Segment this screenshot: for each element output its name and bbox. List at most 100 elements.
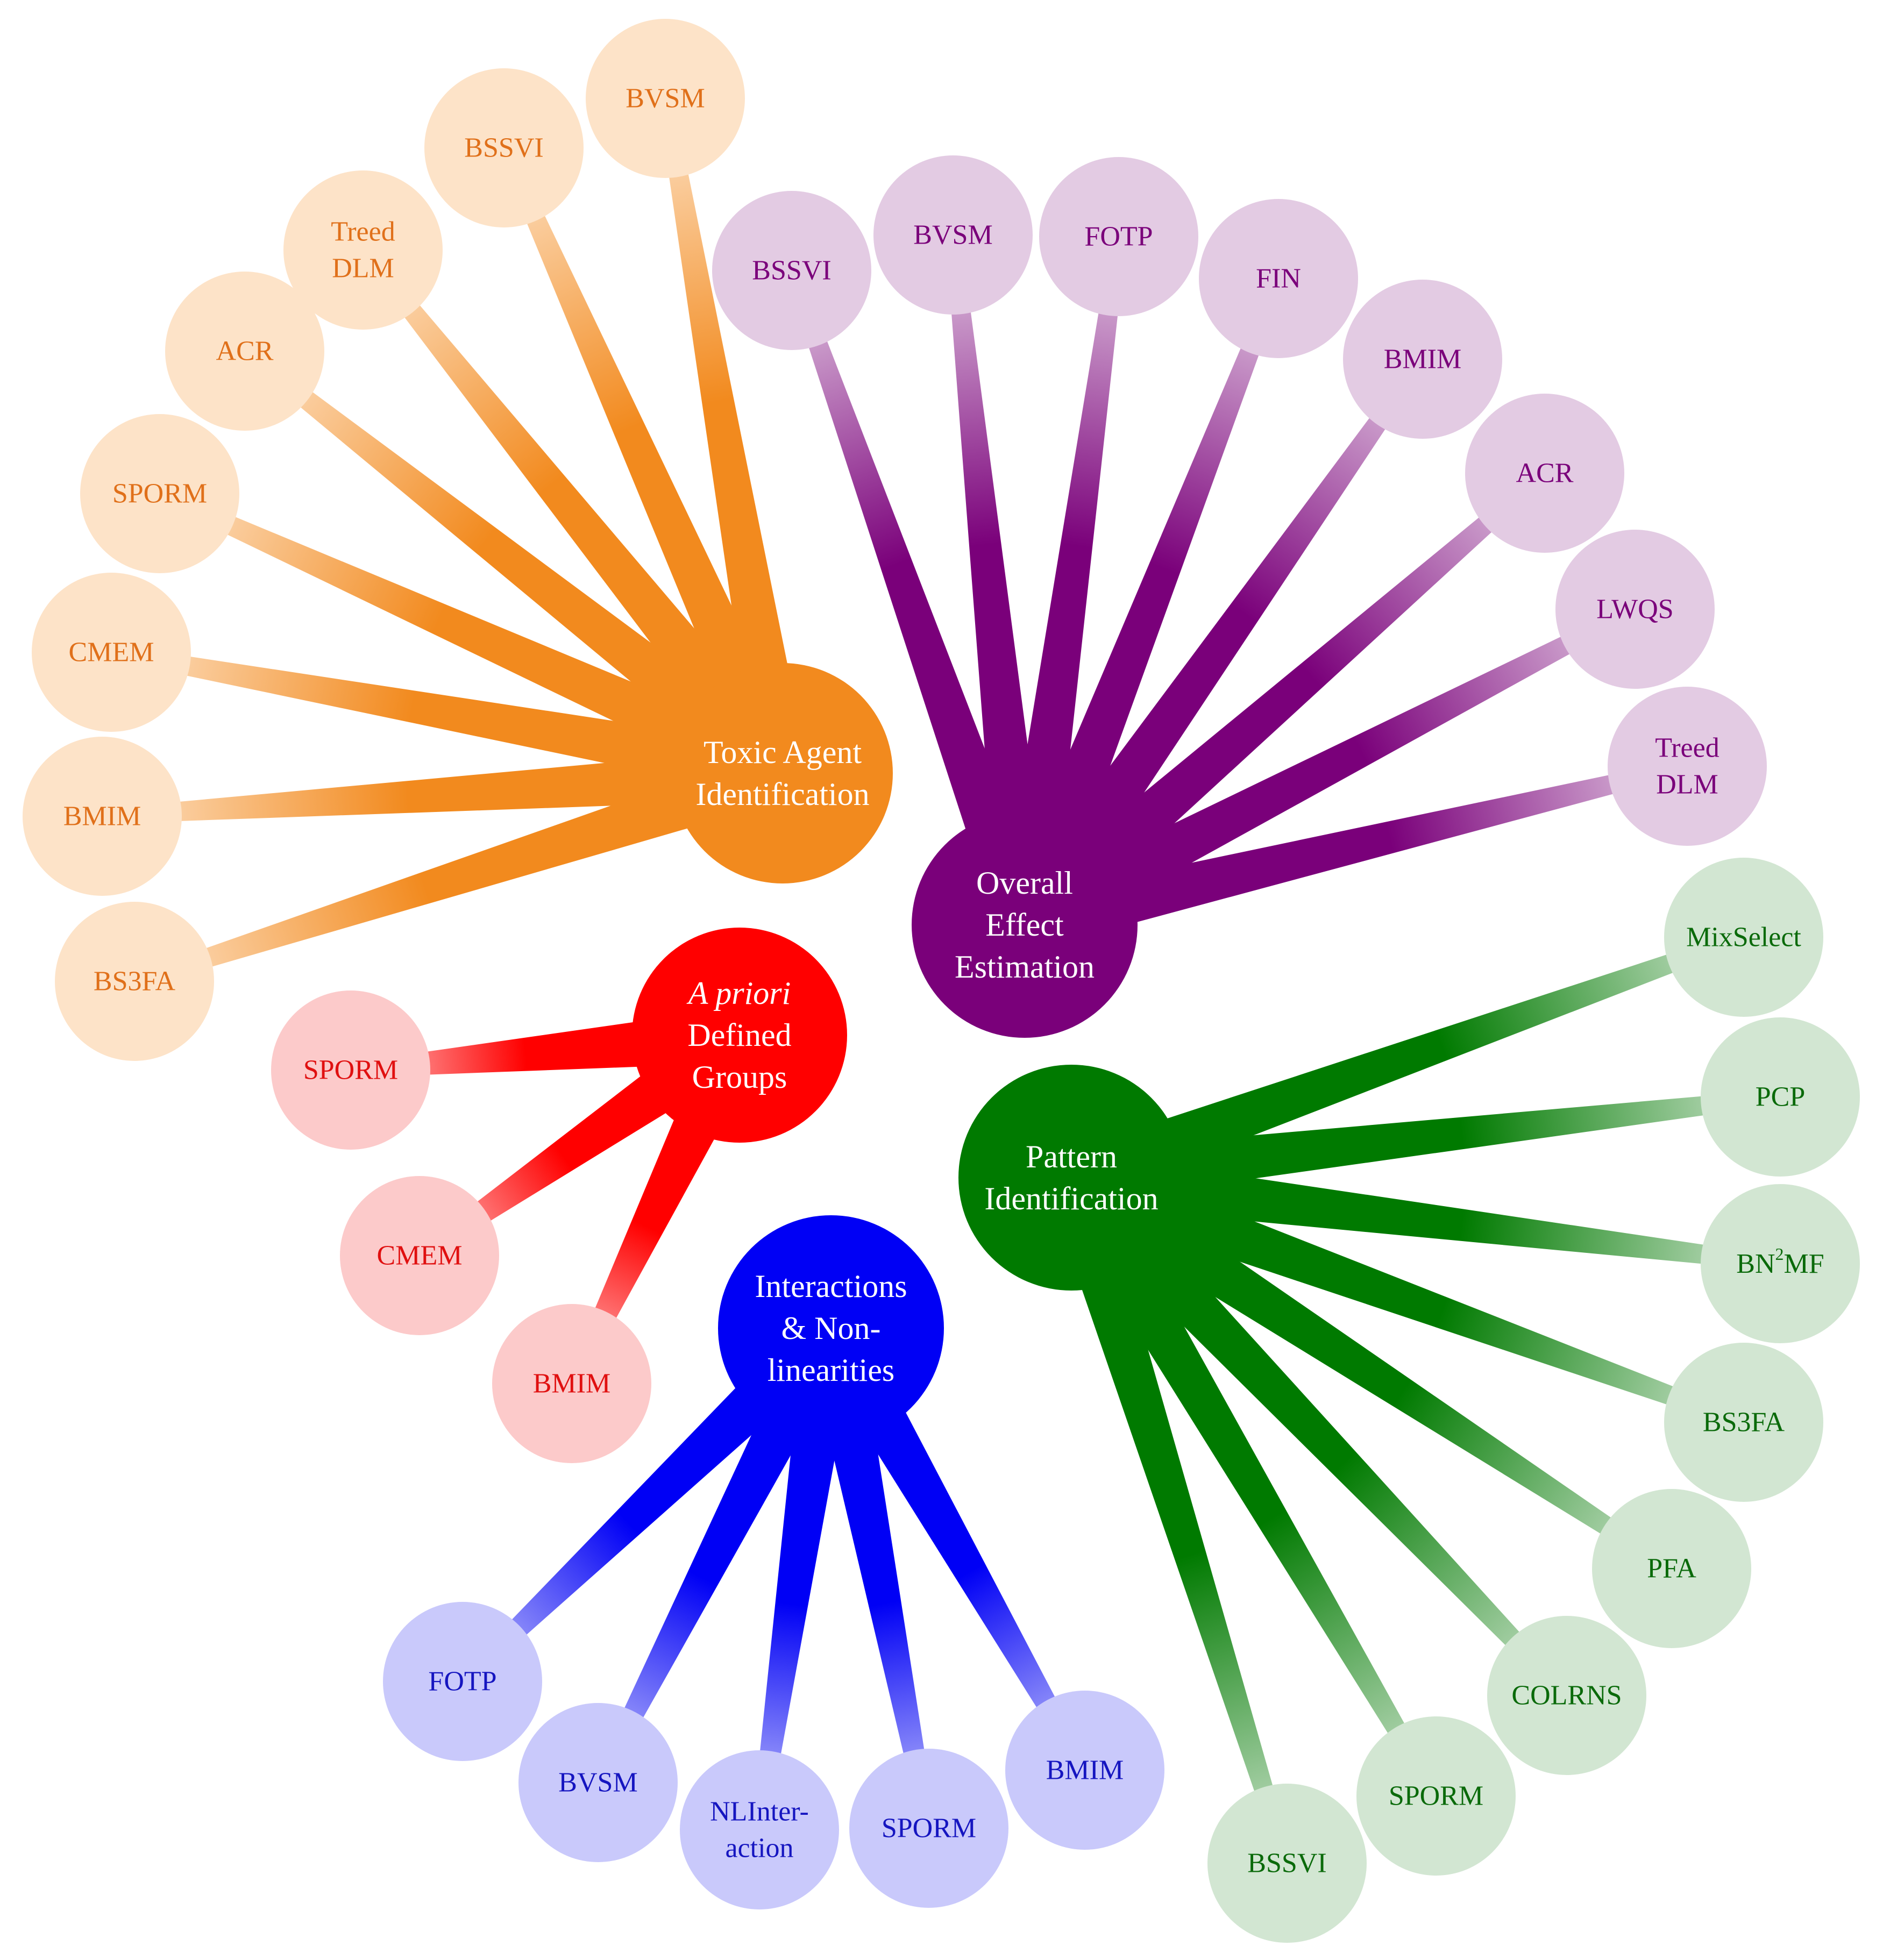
- link-overall-4: [1024, 275, 1286, 876]
- leaf-node-pattern-2: PCP: [1701, 1017, 1860, 1177]
- leaf-label-line-1: BVSM: [626, 83, 705, 114]
- leaf-circle: [1207, 1784, 1367, 1943]
- leaf-label-line-2: action: [725, 1833, 793, 1864]
- leaf-circle: [873, 155, 1033, 315]
- leaf-circle: [271, 990, 430, 1150]
- leaf-circle: [424, 68, 584, 227]
- leaf-label-line-1: NLInter-: [710, 1797, 809, 1827]
- leaves-layer: BVSMBSSVITreedDLMACRSPORMCMEMBMIMBS3FABS…: [23, 19, 1860, 1943]
- hub-circle: [672, 663, 893, 883]
- leaf-node-pattern-8: BSSVI: [1207, 1784, 1367, 1943]
- leaf-node-pattern-1: MixSelect: [1664, 858, 1823, 1017]
- leaf-label-line-1: BSSVI: [1247, 1848, 1326, 1879]
- hub-circle: [912, 812, 1138, 1038]
- hub-label-line-2: & Non-: [781, 1310, 881, 1346]
- leaf-label-line-1: FOTP: [428, 1666, 496, 1697]
- leaf-node-pattern-6: COLRNS: [1487, 1616, 1646, 1775]
- leaf-node-interactions-5: BMIM: [1005, 1691, 1164, 1850]
- leaf-node-apriori-2: CMEM: [340, 1176, 499, 1335]
- leaf-circle: [1039, 157, 1198, 316]
- leaf-circle: [383, 1602, 542, 1761]
- leaf-node-apriori-1: SPORM: [271, 990, 430, 1150]
- hub-label-line-1: A priori: [686, 975, 791, 1011]
- leaf-circle: [1343, 280, 1502, 439]
- link-interactions-1: [457, 1353, 804, 1687]
- leaf-circle: [283, 170, 443, 330]
- leaf-label-line-1: ACR: [1516, 458, 1574, 489]
- leaf-node-pattern-3: BN2MF: [1701, 1184, 1860, 1343]
- hub-node-interactions: Interactions & Non-linearities: [718, 1215, 944, 1441]
- leaf-label-line-1: COLRNS: [1511, 1680, 1622, 1711]
- hubs-layer: Toxic AgentIdentificationOverallEffectEs…: [632, 663, 1184, 1441]
- leaf-circle: [492, 1304, 651, 1463]
- hub-label-line-1: Interactions: [755, 1268, 907, 1304]
- hub-circle: [718, 1215, 944, 1441]
- link-interactions-3: [752, 1386, 847, 1831]
- hub-label-line-3: linearities: [768, 1352, 895, 1388]
- leaf-circle: [1356, 1716, 1516, 1876]
- leaf-label-line-1: FOTP: [1084, 222, 1153, 252]
- leaf-label-line-1: Treed: [331, 217, 395, 247]
- leaf-circle: [55, 902, 214, 1061]
- leaf-label-line-1: CMEM: [377, 1241, 463, 1271]
- link-toxic-8: [132, 768, 733, 989]
- leaf-node-pattern-7: SPORM: [1356, 1716, 1516, 1876]
- leaf-node-pattern-5: PFA: [1592, 1489, 1751, 1648]
- leaf-circle: [1592, 1489, 1751, 1648]
- link-toxic-1: [658, 97, 797, 718]
- hub-circle: [632, 928, 847, 1143]
- leaf-circle: [80, 414, 239, 573]
- leaf-label-line-1: BVSM: [558, 1767, 637, 1798]
- leaf-label-line-1: SPORM: [1389, 1781, 1483, 1812]
- link-interactions-5: [840, 1370, 1092, 1774]
- link-toxic-7: [102, 752, 724, 824]
- link-pattern-1: [1121, 930, 1746, 1180]
- leaf-circle: [165, 272, 324, 431]
- leaf-circle: [1701, 1184, 1860, 1343]
- link-overall-6: [1055, 467, 1550, 903]
- leaf-node-toxic-7: BMIM: [23, 737, 182, 896]
- hub-label-line-2: Identification: [695, 776, 869, 812]
- leaf-circle: [1465, 394, 1624, 553]
- hub-label-line-2: Defined: [687, 1017, 791, 1053]
- leaf-node-toxic-8: BS3FA: [55, 902, 214, 1061]
- link-toxic-2: [497, 145, 781, 728]
- hub-label-line-3: Estimation: [955, 949, 1095, 985]
- leaf-label-line-2: DLM: [1656, 769, 1718, 800]
- leaf-node-overall-6: ACR: [1465, 394, 1624, 553]
- leaf-label-line-1: ACR: [216, 336, 274, 367]
- hub-circle: [958, 1065, 1184, 1291]
- link-pattern-5: [1110, 1191, 1676, 1575]
- link-pattern-8: [1066, 1229, 1295, 1866]
- leaf-label-line-1: BMIM: [63, 801, 141, 832]
- leaf-node-interactions-3: NLInter-action: [680, 1750, 839, 1909]
- link-overall-5: [1040, 354, 1429, 888]
- leaf-label-line-1: SPORM: [882, 1813, 976, 1844]
- leaf-circle: [712, 191, 871, 350]
- leaf-node-apriori-3: BMIM: [492, 1304, 651, 1463]
- hub-label-line-1: Toxic Agent: [704, 735, 862, 770]
- leaf-label-line-1: BS3FA: [94, 966, 176, 997]
- leaf-circle: [1701, 1017, 1860, 1177]
- leaf-label-line-1: MixSelect: [1686, 922, 1801, 953]
- leaf-label-line-1: PCP: [1756, 1082, 1806, 1113]
- leaf-circle: [1487, 1616, 1646, 1775]
- leaf-label-line-2: DLM: [332, 253, 394, 284]
- leaf-circle: [1664, 858, 1823, 1017]
- leaf-node-pattern-4: BS3FA: [1664, 1343, 1823, 1502]
- leaf-node-overall-5: BMIM: [1343, 280, 1502, 439]
- leaf-node-interactions-2: BVSM: [518, 1703, 678, 1862]
- link-apriori-1: [350, 1016, 683, 1078]
- hub-label-line-2: Identification: [984, 1181, 1158, 1216]
- leaf-circle: [680, 1750, 839, 1909]
- leaf-label-line-1: Treed: [1655, 733, 1719, 764]
- links-layer: [102, 97, 1781, 1866]
- link-apriori-2: [415, 1048, 705, 1262]
- leaf-circle: [1005, 1691, 1164, 1850]
- link-overall-1: [784, 268, 1027, 875]
- link-toxic-3: [357, 245, 764, 742]
- link-overall-7: [1068, 602, 1639, 918]
